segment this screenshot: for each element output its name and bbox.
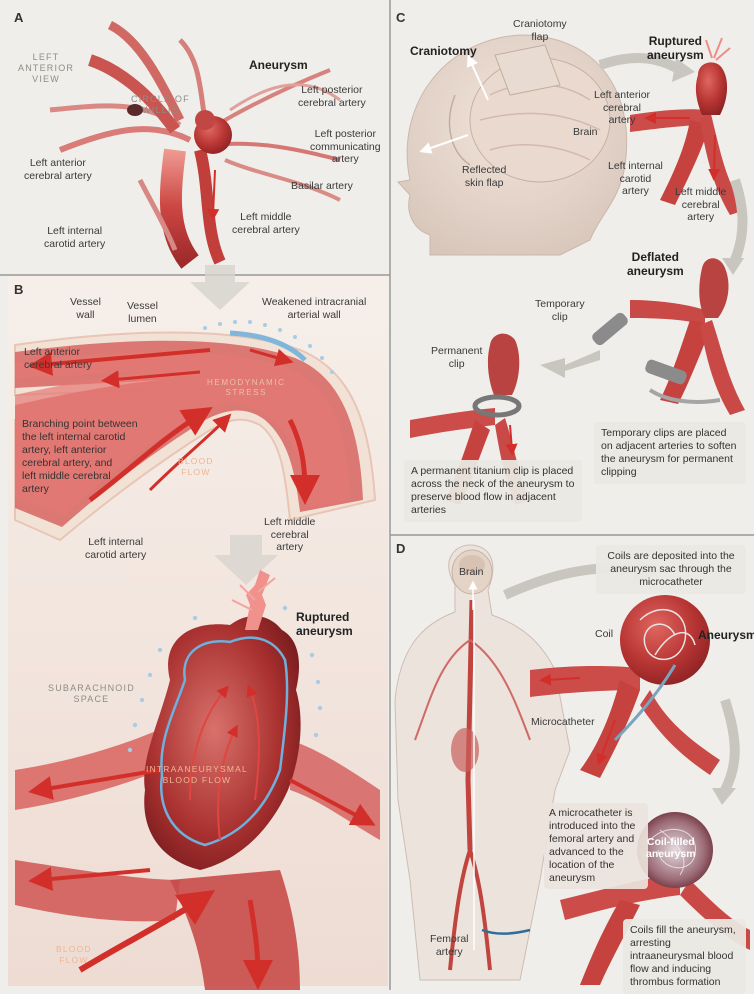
label-left-anterior-cerebral-c: Left anterior cerebral artery [594, 89, 650, 127]
label-blood-flow-2: BLOOD FLOW [56, 944, 92, 966]
label-coil: Coil [595, 628, 613, 641]
label-reflected-skin-flap: Reflected skin flap [462, 164, 506, 189]
label-view: LEFT ANTERIOR VIEW [18, 52, 74, 85]
label-left-anterior-cerebral-a: Left anterior cerebral artery [24, 157, 92, 182]
label-left-middle-cerebral-a: Left middle cerebral artery [232, 211, 300, 236]
label-brain-c: Brain [573, 126, 598, 139]
label-aneurysm-a: Aneurysm [249, 58, 308, 72]
note-permanent-clip-text: A permanent titanium clip is placed acro… [411, 465, 574, 516]
label-left-posterior-communicating: Left posterior communicating artery [310, 128, 381, 166]
label-coil-filled-aneurysm: Coil-filled aneurysm [646, 836, 696, 860]
label-basilar: Basilar artery [291, 180, 353, 193]
label-hemodynamic-stress: HEMODYNAMIC STRESS [207, 378, 286, 398]
label-craniotomy-flap: Craniotomy flap [513, 18, 567, 43]
branching-point-text: Branching point between the left interna… [22, 418, 138, 495]
label-femoral-artery: Femoral artery [430, 933, 469, 958]
note-coils-deposited-text: Coils are deposited into the aneurysm sa… [607, 550, 734, 588]
label-left-anterior-cerebral-b: Left anterior cerebral artery [24, 346, 92, 371]
label-left-posterior-cerebral: Left posterior cerebral artery [298, 84, 366, 109]
label-branching-point: Branching point between the left interna… [22, 418, 164, 496]
label-left-internal-carotid-b: Left internal carotid artery [85, 536, 146, 561]
label-left-middle-cerebral-b: Left middle cerebral artery [264, 516, 315, 554]
label-permanent-clip: Permanent clip [431, 345, 482, 370]
panel-d-letter: D [396, 541, 405, 556]
label-aneurysm-d: Aneurysm [698, 628, 754, 642]
panel-b-letter: B [14, 282, 23, 297]
note-microcatheter-text: A microcatheter is introduced into the f… [549, 807, 635, 884]
note-coils-fill-text: Coils fill the aneurysm, arresting intra… [630, 924, 736, 988]
label-microcatheter: Microcatheter [531, 716, 595, 729]
label-deflated-aneurysm: Deflated aneurysm [627, 250, 684, 278]
note-coils-deposited: Coils are deposited into the aneurysm sa… [596, 545, 746, 594]
label-left-middle-cerebral-c: Left middle cerebral artery [675, 186, 726, 224]
note-microcatheter: A microcatheter is introduced into the f… [544, 803, 648, 889]
label-left-internal-carotid-c: Left internal carotid artery [608, 160, 663, 198]
note-permanent-clip: A permanent titanium clip is placed acro… [404, 460, 582, 522]
label-circle-of-willis: CIRCLE OF WILLIS [131, 94, 190, 116]
panel-c-letter: C [396, 10, 405, 25]
label-vessel-wall: Vessel wall [70, 296, 101, 321]
label-vessel-lumen: Vessel lumen [127, 300, 158, 325]
label-blood-flow: BLOOD FLOW [178, 456, 214, 478]
label-temporary-clip: Temporary clip [535, 298, 585, 323]
label-ruptured-aneurysm-c: Ruptured aneurysm [647, 34, 704, 62]
note-temporary-clips-text: Temporary clips are placed on adjacent a… [601, 427, 736, 478]
label-craniotomy: Craniotomy [410, 44, 477, 58]
label-weakened-wall: Weakened intracranial arterial wall [262, 296, 366, 321]
label-left-internal-carotid-a: Left internal carotid artery [44, 225, 105, 250]
label-intraaneurysmal-flow: INTRAANEURYSMAL BLOOD FLOW [146, 764, 248, 786]
label-subarachnoid-space: SUBARACHNOID SPACE [48, 683, 135, 705]
note-temporary-clips: Temporary clips are placed on adjacent a… [594, 422, 746, 484]
panel-a-letter: A [14, 10, 23, 25]
note-coils-fill: Coils fill the aneurysm, arresting intra… [623, 919, 746, 994]
label-brain-d: Brain [459, 566, 484, 579]
label-ruptured-aneurysm-b: Ruptured aneurysm [296, 610, 353, 638]
